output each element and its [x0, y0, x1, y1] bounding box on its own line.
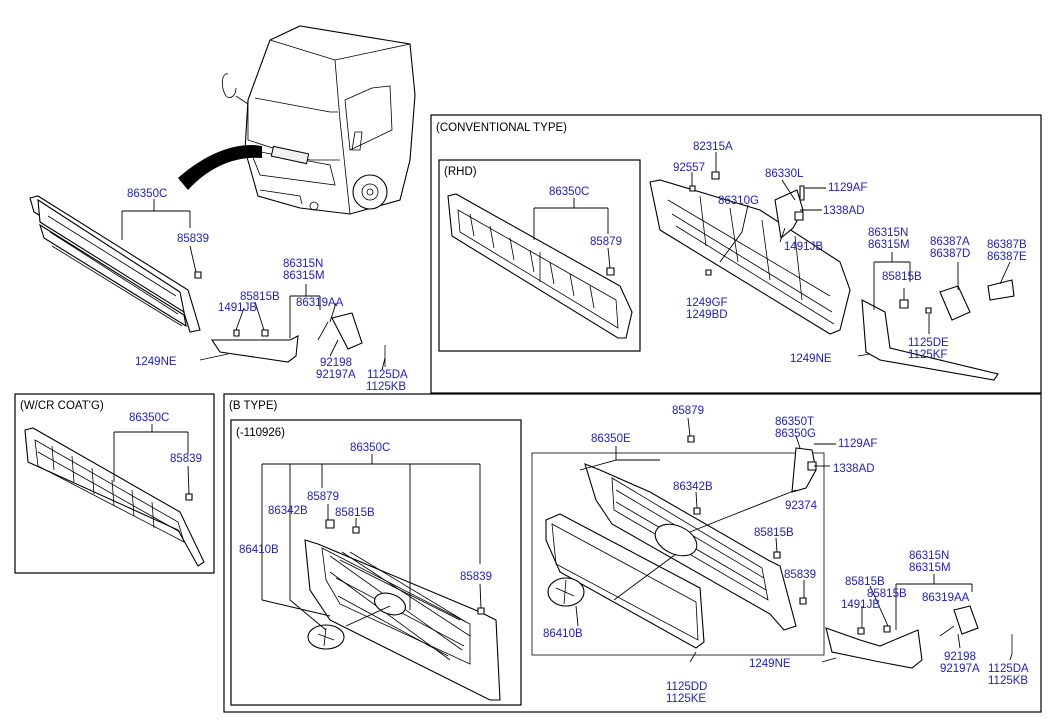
- label-85815B-b110926: 85815B: [335, 507, 375, 519]
- rhd-frame: [438, 159, 641, 352]
- conventional-type-title: (CONVENTIONAL TYPE): [436, 122, 567, 134]
- label-1249NE-btype: 1249NE: [749, 658, 791, 670]
- label-92374-btype: 92374: [785, 500, 818, 512]
- b-type-garnish: [825, 627, 923, 669]
- label-86387D-conv: 86387D: [930, 248, 970, 260]
- label-85879-btype: 85879: [672, 405, 704, 417]
- label-1338AD-conv: 1338AD: [823, 205, 865, 217]
- label-1125DD-btype: 1125DD: [666, 681, 707, 693]
- label-85879-b110926: 85879: [307, 491, 339, 503]
- label-85839-wcr: 85839: [170, 453, 202, 465]
- label-1125KB-main: 1125KB: [366, 381, 406, 393]
- label-86315N-btype: 86315N: [909, 550, 949, 562]
- b-type-leaders: [575, 417, 1013, 661]
- conventional-garnish: [861, 299, 999, 381]
- b110926-grille: [304, 519, 501, 701]
- b-type-110926-frame: [230, 419, 522, 706]
- b-type-110926-title: (-110926): [236, 427, 285, 439]
- main-grille: [29, 195, 201, 333]
- label-92198-main: 92198: [320, 357, 352, 369]
- rhd-grille: [447, 193, 633, 339]
- label-1129AF-btype: 1129AF: [838, 438, 877, 450]
- label-1338AD-btype: 1338AD: [833, 463, 875, 475]
- label-86342B-b110926: 86342B: [268, 505, 308, 517]
- label-1125KE-btype: 1125KE: [666, 693, 706, 705]
- label-86350C-wcr: 86350C: [129, 412, 169, 424]
- rhd-title: (RHD): [444, 166, 477, 178]
- b-type-title: (B TYPE): [229, 400, 278, 412]
- main-garnish: [210, 335, 299, 363]
- main-leaders: [121, 199, 386, 371]
- label-1491JB-btype: 1491JB: [841, 599, 880, 611]
- b-type-subframe: [531, 452, 825, 656]
- label-1125KF-conv: 1125KF: [908, 349, 947, 361]
- label-82315A-conv: 82315A: [693, 141, 733, 153]
- label-92197A-btype: 92197A: [940, 663, 980, 675]
- conventional-brackets: [689, 171, 1015, 357]
- wcr-leaders: [113, 424, 190, 495]
- conventional-type-frame: [430, 114, 1042, 394]
- label-85815B-conv: 85815B: [882, 271, 922, 283]
- label-1249NE-conv: 1249NE: [790, 353, 832, 365]
- label-86342B-btype: 86342B: [673, 481, 713, 493]
- label-1125KB-btype: 1125KB: [988, 675, 1028, 687]
- b-type-right-clips: [857, 605, 1013, 654]
- label-85815B-main: 85815B: [240, 291, 280, 303]
- label-86387A-conv: 86387A: [930, 236, 970, 248]
- label-86330L-conv: 86330L: [765, 168, 804, 180]
- label-86315M-conv: 86315M: [868, 239, 910, 251]
- label-86319AA-main: 86319AA: [296, 297, 344, 309]
- label-86315M-main: 86315M: [283, 270, 325, 282]
- label-1249BD-conv: 1249BD: [686, 309, 728, 321]
- label-85815B-btype-3: 85815B: [867, 588, 907, 600]
- label-86319AA-btype: 86319AA: [922, 592, 970, 604]
- label-85839-main: 85839: [177, 233, 209, 245]
- label-86387B-conv: 86387B: [987, 239, 1027, 251]
- rhd-leaders: [533, 198, 611, 269]
- label-92197A-main: 92197A: [316, 369, 356, 381]
- wcr-coat-title: (W/CR COAT'G): [20, 400, 104, 412]
- label-86350C-main: 86350C: [127, 188, 167, 200]
- label-86387E-conv: 86387E: [987, 251, 1027, 263]
- label-1491JB-main: 1491JB: [218, 302, 257, 314]
- wcr-grille: [24, 427, 205, 567]
- b-type-grille: [545, 435, 837, 663]
- label-85879-rhd: 85879: [590, 236, 622, 248]
- label-1491JB-conv: 1491JB: [784, 241, 823, 253]
- label-86350C-rhd: 86350C: [549, 186, 589, 198]
- label-86350T-btype: 86350T: [775, 416, 814, 428]
- label-85839-btype: 85839: [784, 569, 816, 581]
- label-86310G-conv: 86310G: [718, 195, 759, 207]
- label-86350G-btype: 86350G: [775, 428, 816, 440]
- main-clips: [194, 271, 386, 367]
- label-86350E-btype: 86350E: [591, 433, 631, 445]
- label-85815B-btype: 85815B: [754, 527, 794, 539]
- label-92557-conv: 92557: [673, 162, 705, 174]
- label-92198-btype: 92198: [944, 651, 976, 663]
- label-85839-b110926: 85839: [460, 571, 492, 583]
- label-86410B-b110926: 86410B: [239, 544, 279, 556]
- wcr-coat-frame: [14, 393, 215, 574]
- label-86315N-main: 86315N: [283, 258, 323, 270]
- label-1129AF-conv: 1129AF: [828, 182, 867, 194]
- label-85815B-btype-2: 85815B: [845, 576, 885, 588]
- b-type-frame: [223, 393, 1042, 713]
- label-86350C-b110926: 86350C: [350, 442, 390, 454]
- label-1249NE-main: 1249NE: [135, 356, 177, 368]
- label-86315N-conv: 86315N: [868, 227, 908, 239]
- b110926-leaders: [261, 454, 482, 631]
- conventional-leaders: [691, 152, 1011, 334]
- label-1249GF-conv: 1249GF: [686, 297, 728, 309]
- label-86315M-btype: 86315M: [909, 562, 951, 574]
- label-86410B-btype: 86410B: [543, 628, 583, 640]
- label-1125DA-main: 1125DA: [367, 369, 408, 381]
- label-1125DA-btype: 1125DA: [988, 663, 1029, 675]
- truck-illustration: [178, 25, 416, 215]
- label-1125DE-conv: 1125DE: [908, 337, 949, 349]
